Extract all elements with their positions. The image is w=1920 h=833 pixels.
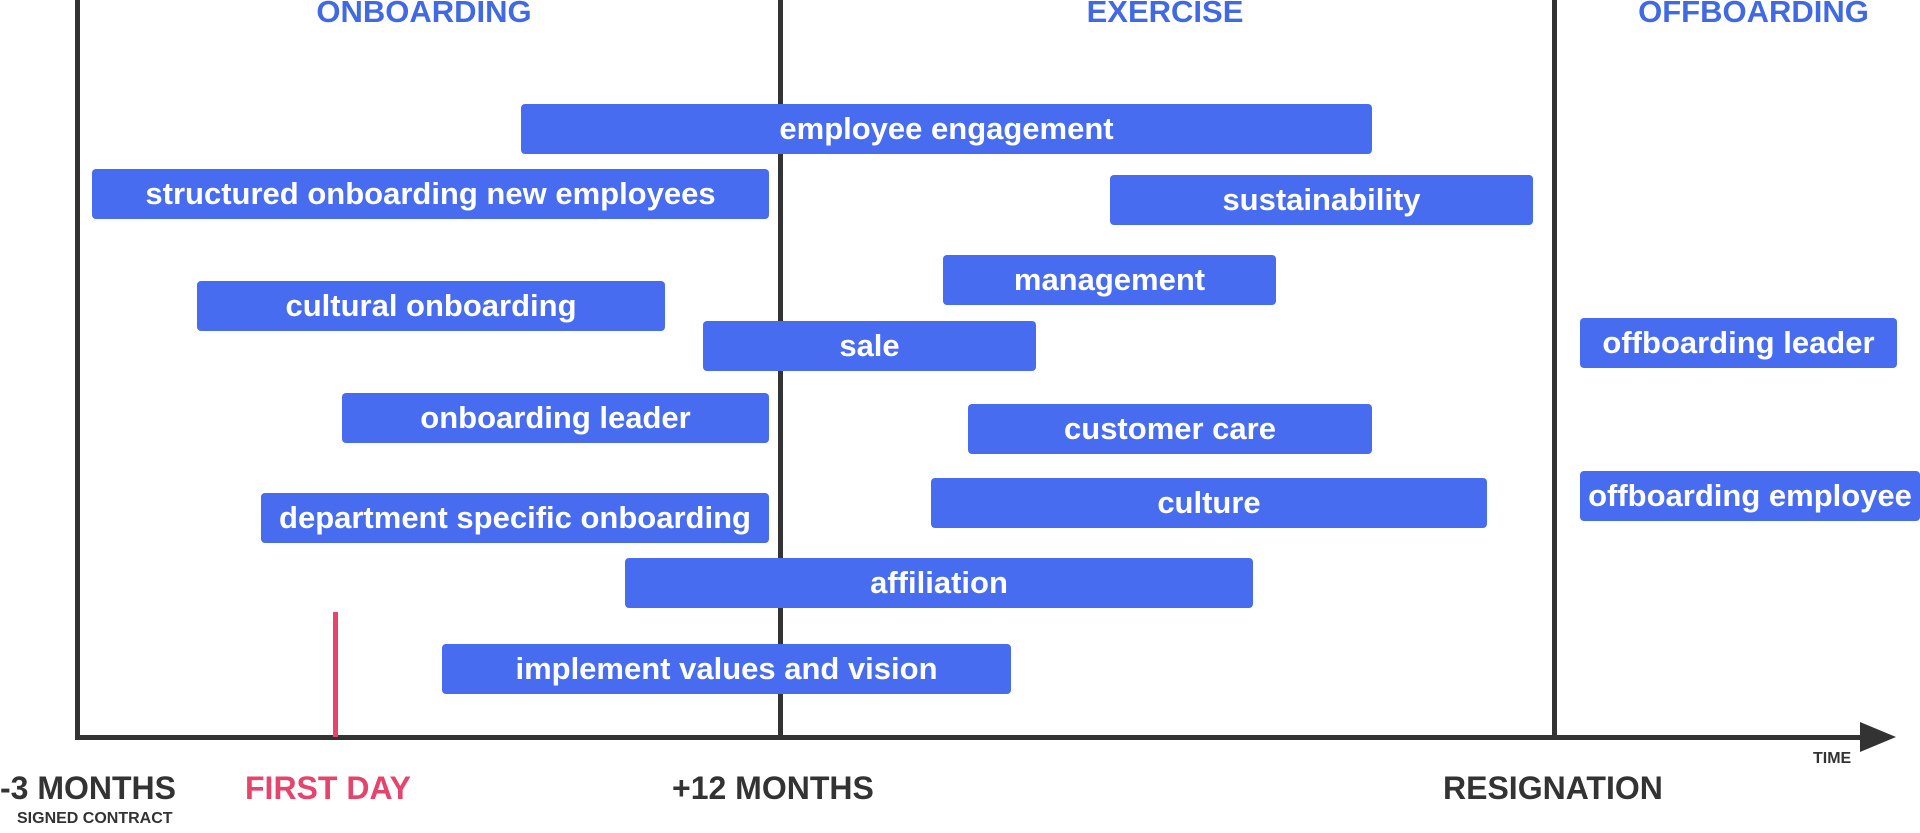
bar-affiliation: affiliation [625, 558, 1253, 608]
tick-label-plus-12-months: +12 MONTHS [672, 770, 874, 806]
bar-structured-onboarding-new-employees: structured onboarding new employees [92, 169, 769, 219]
phase-heading-exercise: EXERCISE [1086, 0, 1244, 29]
tick-label-resignation: RESIGNATION [1443, 770, 1663, 806]
phase-divider-resignation [1552, 0, 1557, 740]
bar-department-specific-onboarding: department specific onboarding [261, 493, 769, 543]
bar-offboarding-employee: offboarding employee [1580, 471, 1920, 521]
bar-offboarding-leader: offboarding leader [1580, 318, 1897, 368]
bar-culture: culture [931, 478, 1487, 528]
phase-heading-onboarding: ONBOARDING [316, 0, 532, 29]
time-axis [75, 735, 1865, 740]
bar-onboarding-leader: onboarding leader [342, 393, 769, 443]
tick-label-minus-3-months: -3 MONTHS [0, 770, 176, 806]
axis-label-time: TIME [1813, 750, 1852, 767]
bar-customer-care: customer care [968, 404, 1372, 454]
first-day-marker [333, 612, 338, 737]
bar-sale: sale [703, 321, 1036, 371]
bar-employee-engagement: employee engagement [521, 104, 1372, 154]
bar-management: management [943, 255, 1276, 305]
phase-divider-start [75, 0, 80, 740]
time-axis-arrow-icon [1860, 722, 1896, 752]
bar-cultural-onboarding: cultural onboarding [197, 281, 665, 331]
bar-sustainability: sustainability [1110, 175, 1533, 225]
tick-label-first-day: FIRST DAY [245, 770, 411, 806]
tick-sublabel-signed-contract: SIGNED CONTRACT [17, 810, 173, 827]
phase-heading-offboarding: OFFBOARDING [1638, 0, 1869, 29]
bar-implement-values-and-vision: implement values and vision [442, 644, 1011, 694]
